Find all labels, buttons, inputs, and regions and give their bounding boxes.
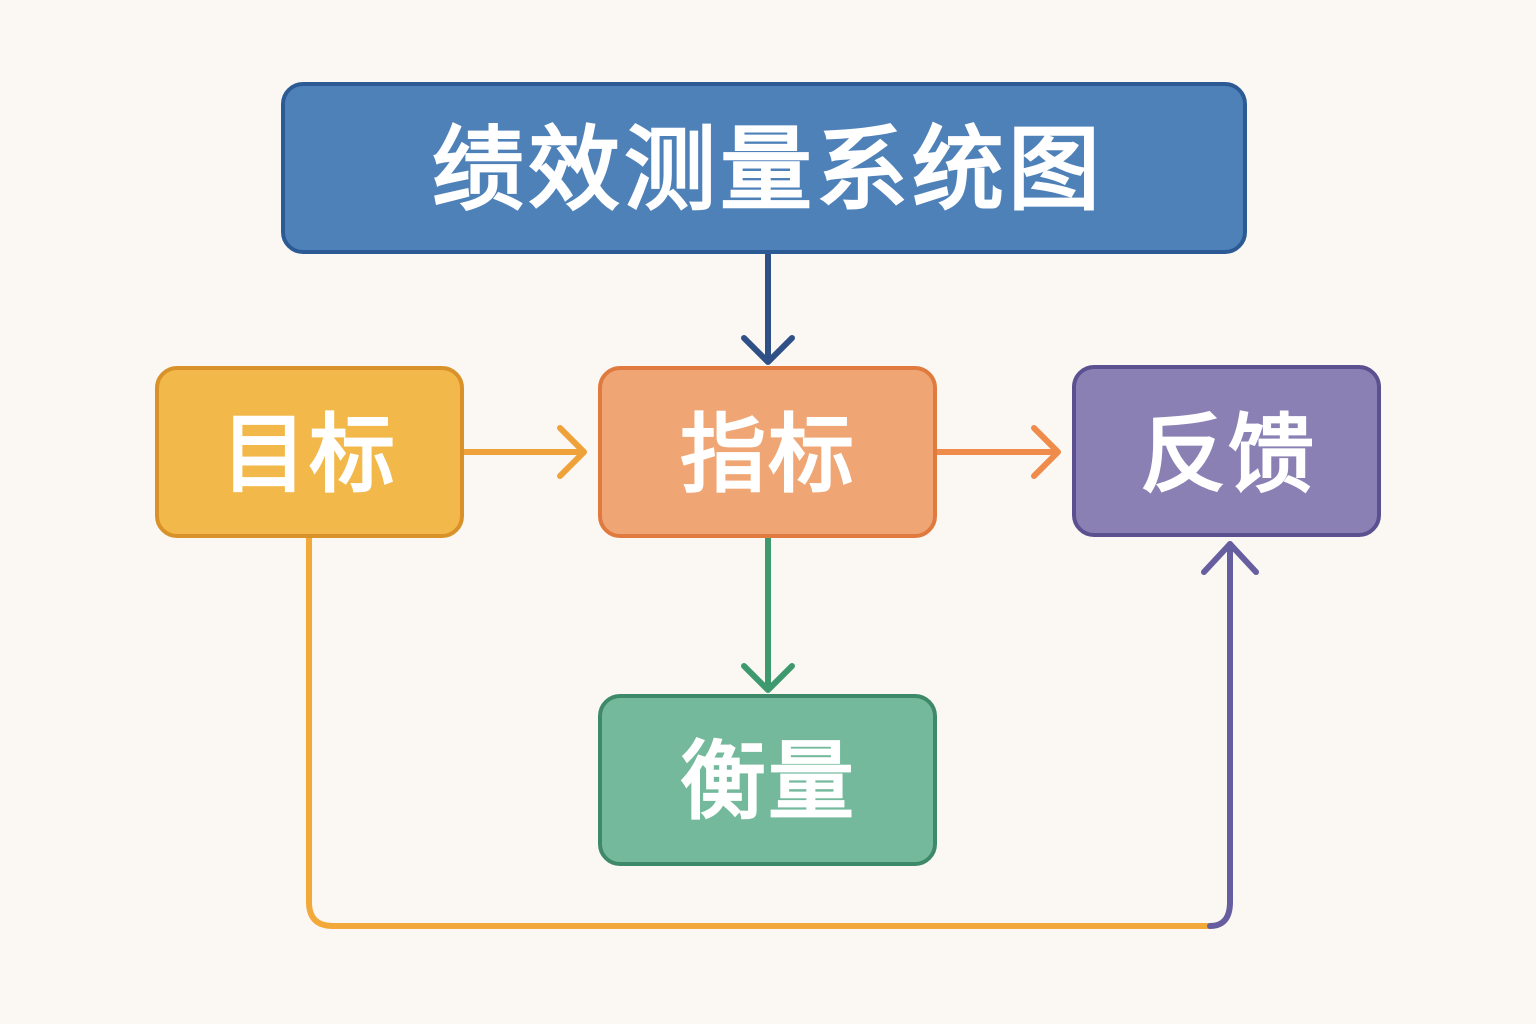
feedback-label: 反馈: [1140, 405, 1316, 505]
measurement-box: [598, 694, 937, 866]
title-box: [281, 82, 1247, 254]
arrowhead-title-to-indicator: [741, 335, 795, 365]
measurement-node: 衡量: [598, 694, 937, 866]
measurement-label: 衡量: [680, 732, 856, 832]
feedback-node: 反馈: [1072, 365, 1381, 537]
connectors: [306, 249, 1259, 929]
page-title: 绩效测量系统图: [432, 117, 1104, 224]
arrowhead-indicator-to-feedback: [1031, 425, 1061, 479]
title-node: 绩效测量系统图: [281, 82, 1247, 254]
goal-node: 目标: [155, 366, 464, 538]
indicator-label: 指标: [680, 405, 856, 505]
goal-label: 目标: [221, 405, 397, 505]
arrowhead-indicator-to-measurement: [741, 663, 795, 693]
arrowhead-loop-to-feedback: [1201, 541, 1259, 575]
indicator-node: 指标: [598, 366, 937, 538]
loop-feedback-segment: [1207, 541, 1233, 929]
indicator-box: [598, 366, 937, 538]
arrowhead-goal-to-indicator: [557, 425, 587, 479]
loop-goal-segment: [306, 534, 1213, 929]
goal-box: [155, 366, 464, 538]
feedback-box: [1072, 365, 1381, 537]
